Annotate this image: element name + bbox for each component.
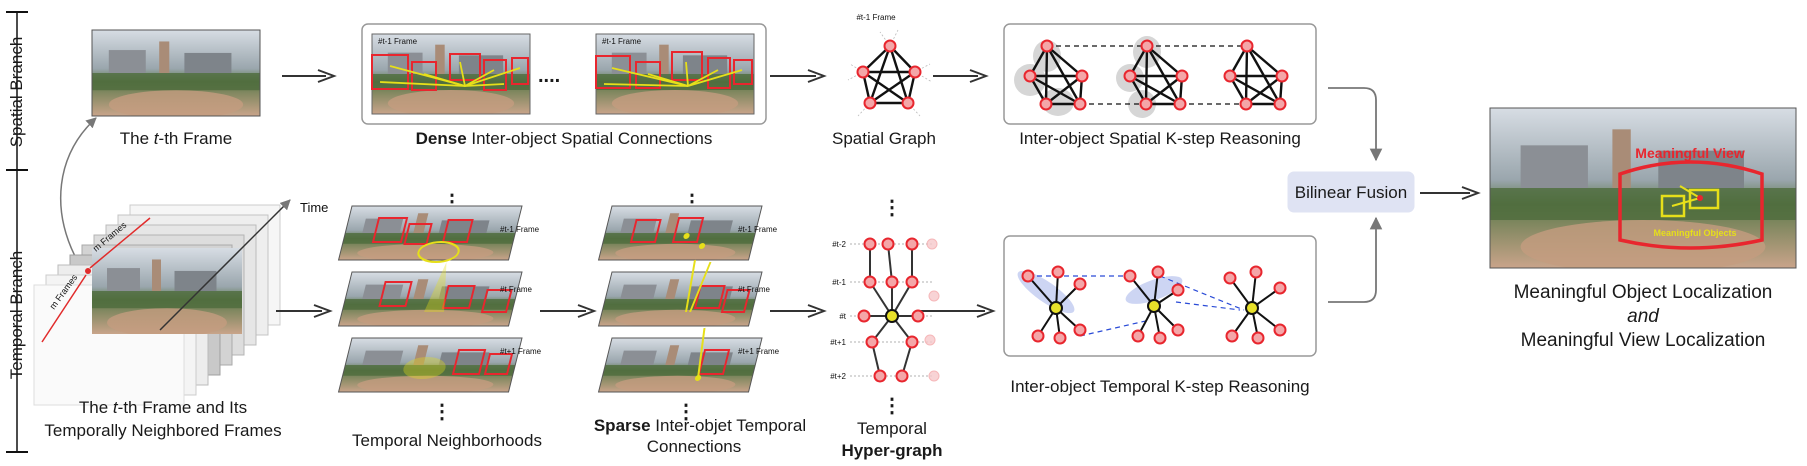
dense-frame-left	[371, 33, 531, 115]
dense-frame-right-tag: #t-1 Frame	[602, 37, 642, 46]
dense-ellipsis: ....	[538, 65, 560, 87]
meaningful-objects-label: Meaningful Objects	[1653, 228, 1736, 238]
tth-frame-caption: The t-th Frame	[120, 129, 232, 148]
meaningful-view-label: Meaningful View	[1635, 145, 1745, 161]
spatial-branch-label: Spatial Branch	[7, 37, 26, 148]
sparse-tag-2: #t Frame	[738, 285, 771, 294]
dense-frame-left-tag: #t-1 Frame	[378, 37, 418, 46]
time-label: Time	[300, 200, 328, 215]
current-frame-dot	[85, 268, 91, 274]
temporal-branch-label: Temporal Branch	[7, 251, 26, 380]
dense-frame-right	[595, 33, 755, 115]
output-caption-line1: Meaningful Object Localization	[1514, 282, 1773, 303]
hyper-tick: #t+2	[830, 372, 846, 381]
hyper-tick: #t	[839, 312, 846, 321]
hyper-graph: ⋮ ⋮	[850, 197, 940, 417]
sparse-caption-line1: Sparse Inter-objet Temporal	[594, 416, 806, 435]
tn-tag-2: #t Frame	[500, 285, 533, 294]
tn-vdots-bottom: ⋮	[432, 401, 452, 423]
block-arrows	[276, 69, 1481, 318]
sparse-caption-line2: Connections	[647, 437, 742, 456]
output-caption-line3: Meaningful View Localization	[1521, 330, 1766, 351]
sparse-tag-1: #t-1 Frame	[738, 225, 778, 234]
svg-text:⋮: ⋮	[676, 401, 696, 423]
stack-caption-line1: The t-th Frame and Its	[79, 398, 247, 417]
tn-tag-1: #t-1 Frame	[500, 225, 540, 234]
svg-text:⋮: ⋮	[882, 197, 902, 219]
temporal-kstep-caption: Inter-object Temporal K-step Reasoning	[1010, 377, 1309, 396]
bilinear-fusion-box	[1287, 171, 1415, 213]
side-timeline	[6, 11, 28, 453]
hyper-ticks: #t-2 #t-1 #t #t+1 #t+2	[830, 240, 847, 381]
temporal-kstep-graphs	[1017, 265, 1287, 345]
sparse-tag-3: #t+1 Frame	[738, 347, 780, 356]
hyper-tick: #t-2	[832, 240, 846, 249]
svg-text:⋮: ⋮	[882, 395, 902, 417]
frame-stack	[33, 204, 281, 406]
dense-caption: Dense Inter-object Spatial Connections	[416, 129, 713, 148]
bilinear-fusion-label: Bilinear Fusion	[1295, 183, 1407, 202]
m-frames-bracket-left	[41, 274, 87, 343]
sparse-connection-frames: ⋮ ⋮	[597, 191, 763, 423]
output-panorama	[1489, 107, 1797, 269]
selection-curve-arrow	[60, 117, 97, 263]
hyper-tick: #t-1	[832, 278, 846, 287]
spatial-graph	[847, 29, 933, 117]
hyper-tick: #t+1	[830, 338, 846, 347]
tth-frame-thumbnail	[91, 29, 261, 117]
temporal-neighborhood-frames: ⋮ ⋮	[337, 191, 523, 423]
hyper-graph-caption-line2: Hyper-graph	[841, 441, 942, 460]
spatial-kstep-caption: Inter-object Spatial K-step Reasoning	[1019, 129, 1301, 148]
spatial-kstep-graphs	[1014, 36, 1289, 118]
output-caption-line2: and	[1627, 306, 1660, 327]
spatial-graph-tag: #t-1 Frame	[856, 13, 896, 22]
hyper-graph-caption-line1: Temporal	[857, 419, 927, 438]
m-frames-bracket-right	[89, 217, 151, 269]
spatial-graph-caption: Spatial Graph	[832, 129, 936, 148]
time-axis	[159, 199, 291, 331]
temporal-neighborhoods-caption: Temporal Neighborhoods	[352, 431, 542, 450]
stack-caption-line2: Temporally Neighbored Frames	[44, 421, 281, 440]
tn-tag-3: #t+1 Frame	[500, 347, 542, 356]
fusion-connectors	[1328, 87, 1383, 303]
